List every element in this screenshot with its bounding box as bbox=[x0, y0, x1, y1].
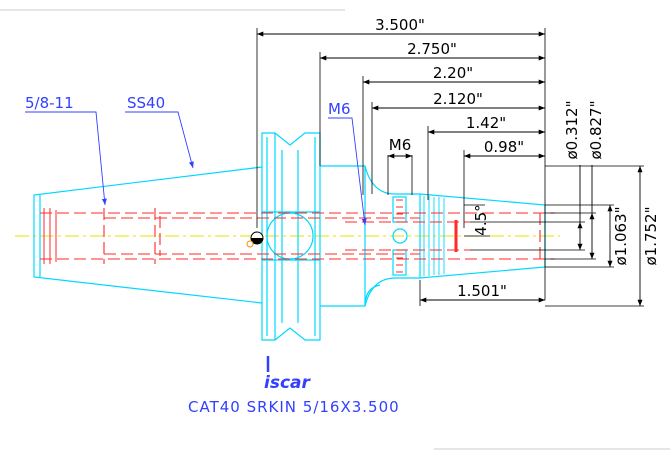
angle-marker bbox=[464, 204, 490, 237]
label-taper: SS40 bbox=[127, 94, 165, 112]
dim-body-length: 2.120" bbox=[433, 90, 483, 108]
dim-screw-size: M6 bbox=[389, 136, 412, 154]
dim-dia-1063: ø1.063" bbox=[612, 206, 630, 265]
dim-nose-length: 2.20" bbox=[433, 64, 473, 82]
dim-dia-0312: ø0.312" bbox=[563, 100, 581, 159]
logo-text: iscar bbox=[264, 373, 311, 393]
label-thread: 5/8-11 bbox=[25, 94, 74, 112]
dim-gauge-length: 2.750" bbox=[407, 40, 457, 58]
extension-lines bbox=[256, 28, 644, 307]
dim-overall-length: 3.500" bbox=[375, 16, 425, 34]
dim-dia-0827: ø0.827" bbox=[587, 100, 605, 159]
label-leaders bbox=[25, 111, 367, 226]
dim-dia-1752: ø1.752" bbox=[642, 206, 660, 265]
dim-min-clamping: 1.501" bbox=[457, 282, 507, 300]
hidden-bore-lines bbox=[40, 208, 555, 264]
dim-angle: 4.5° bbox=[472, 204, 490, 235]
iscar-logo: iscar bbox=[264, 356, 311, 393]
frame-lines bbox=[0, 9, 670, 450]
label-screw: M6 bbox=[328, 100, 351, 118]
accent-mark bbox=[246, 240, 254, 248]
diameter-dimension-lines bbox=[577, 165, 643, 306]
horizontal-dimension-lines bbox=[257, 31, 545, 303]
dim-grip-length: 0.98" bbox=[484, 138, 524, 156]
part-caption: CAT40 SRKIN 5/16X3.500 bbox=[188, 398, 400, 416]
key-dot bbox=[250, 231, 264, 245]
dim-bore-depth: 1.42" bbox=[466, 114, 506, 132]
bore-thread-marks bbox=[43, 199, 458, 273]
